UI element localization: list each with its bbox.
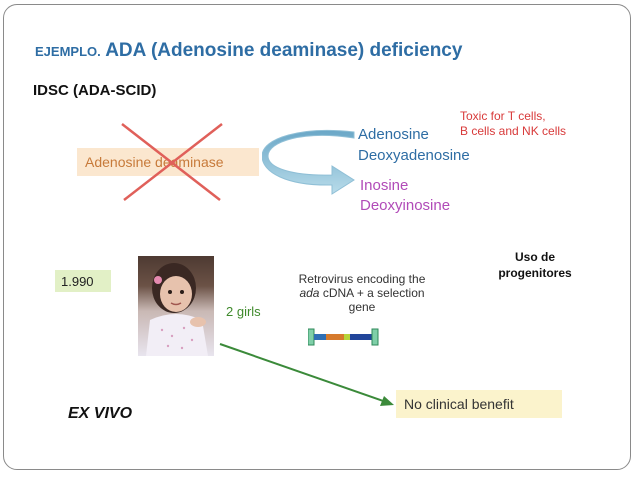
outcome-label: No clinical benefit [404,396,514,412]
slide-frame [3,4,631,470]
year-label: 1.990 [61,273,94,289]
year-box: 1.990 [55,270,111,292]
subtitle: IDSC (ADA-SCID) [33,82,157,99]
substrate-list: Adenosine Deoxyadenosine [358,124,470,166]
enzyme-label: Adenosine deaminase [85,154,224,170]
outcome-box: No clinical benefit [396,390,562,418]
slide-title: EJEMPLO. ADA (Adenosine deaminase) defic… [35,40,462,62]
patient-photo [138,256,214,356]
method-label: EX VIVO [68,405,133,422]
vector-construct-icon [308,328,379,346]
toxicity-note: Toxic for T cells, B cells and NK cells [460,109,567,138]
substrate-deoxyadenosine: Deoxyadenosine [358,147,470,164]
substrate-adenosine: Adenosine [358,126,429,143]
progenitor-note: Uso de progenitores [498,250,572,280]
product-list: Inosine Deoxyinosine [360,176,450,216]
curved-arrow-icon [262,129,355,195]
retrovirus-note: Retrovirus encoding the ada cDNA + a sel… [298,272,426,314]
product-inosine: Inosine [360,177,409,194]
title-main: ADA (Adenosine deaminase) deficiency [105,40,463,61]
cross-out-icon [121,123,223,201]
enzyme-box: Adenosine deaminase [77,148,259,176]
patients-label: 2 girls [226,304,261,319]
child-figure [146,263,208,356]
title-kicker: EJEMPLO. [35,44,101,59]
outcome-arrow-icon [219,343,394,406]
product-deoxyinosine: Deoxyinosine [360,197,451,214]
